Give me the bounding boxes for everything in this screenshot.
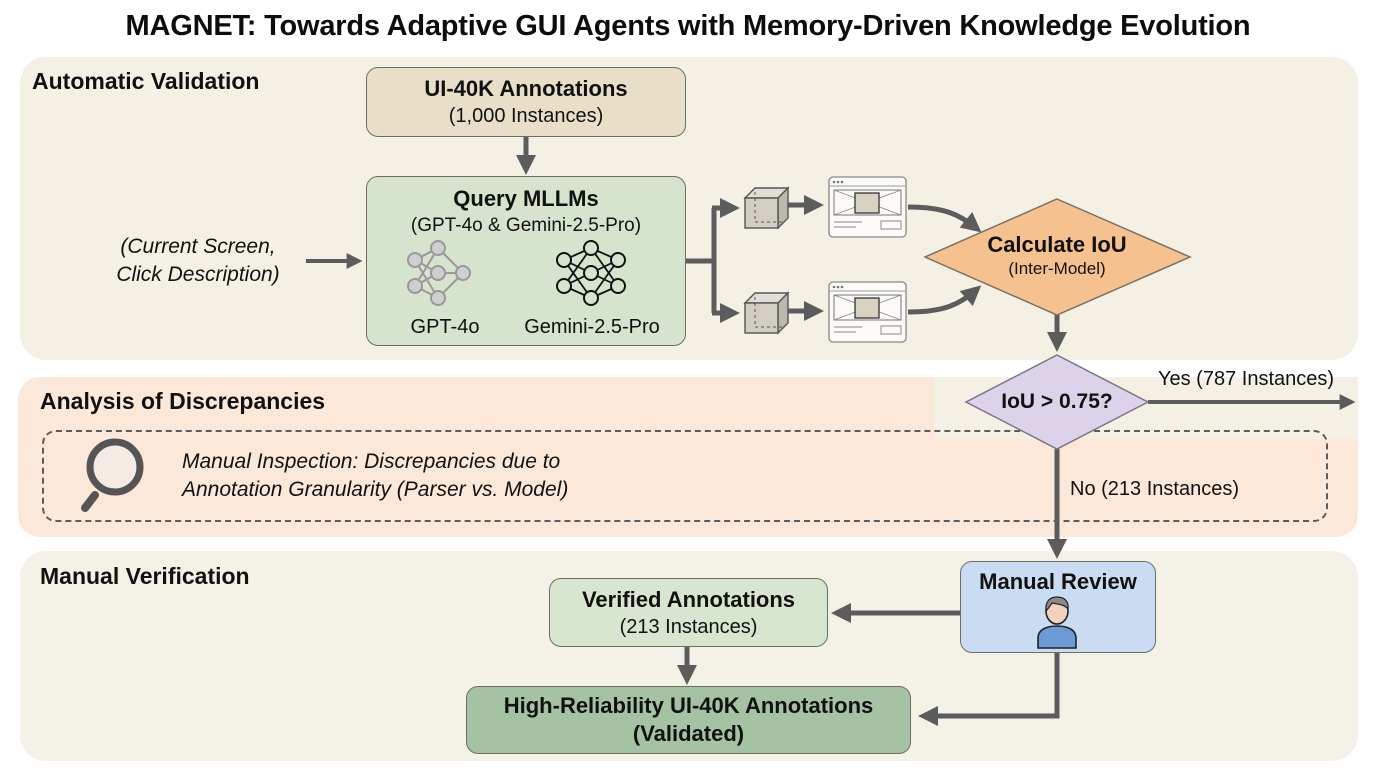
high-reliability-title: High-Reliability UI-40K Annotations [503, 693, 874, 718]
query-mllms-title: Query MLLMs [453, 186, 599, 211]
verified-annotations-box: Verified Annotations (213 Instances) [549, 578, 828, 647]
section-label-analysis: Analysis of Discrepancies [40, 388, 326, 414]
verified-annotations-title: Verified Annotations [581, 586, 796, 612]
threshold-label: IoU > 0.75? [1001, 390, 1113, 413]
person-icon [1037, 596, 1077, 649]
calculate-iou-title: Calculate IoU [987, 232, 1127, 257]
manual-inspection-text: Manual Inspection: Discrepancies due to … [182, 448, 568, 504]
input-line-2: Click Description) [116, 263, 280, 286]
magnifier-icon [81, 438, 144, 512]
arrow-screen-2-to-calculate [907, 285, 982, 315]
input-description: (Current Screen, Click Description) [98, 233, 298, 289]
threshold-diamond [964, 354, 1150, 450]
calculate-iou-diamond [923, 198, 1192, 316]
ui40k-annotations-title: UI-40K Annotations [424, 76, 628, 101]
section-label-manual: Manual Verification [40, 563, 250, 589]
section-label-automatic: Automatic Validation [32, 68, 260, 94]
arrow-review-to-final [917, 653, 1060, 726]
ui40k-annotations-box: UI-40K Annotations (1,000 Instances) [366, 67, 686, 137]
manual-inspection-line-2: Annotation Granularity (Parser vs. Model… [182, 478, 569, 501]
manual-inspection-box [42, 430, 1328, 522]
model-label-gemini: Gemini-2.5-Pro [524, 316, 660, 338]
input-line-1: (Current Screen, [120, 235, 276, 258]
yes-edge-label: Yes (787 Instances) [1158, 368, 1335, 390]
ui40k-annotations-subtitle: (1,000 Instances) [448, 105, 604, 127]
screen-wireframe-icon-1 [828, 176, 907, 238]
diagram-title: MAGNET: Towards Adaptive GUI Agents with… [125, 10, 1251, 42]
calculate-iou-subtitle: (Inter-Model) [1008, 259, 1106, 278]
high-reliability-subtitle: (Validated) [632, 721, 745, 746]
high-reliability-annotations-box: High-Reliability UI-40K Annotations (Val… [466, 686, 911, 754]
arrow-query-branch [686, 208, 717, 313]
bounding-box-cube-icon-2 [743, 291, 790, 335]
arrow-screen-1-to-calculate [907, 204, 982, 233]
query-mllms-subtitle: (GPT-4o & Gemini-2.5-Pro) [410, 215, 642, 236]
bounding-box-cube-icon-1 [743, 186, 790, 230]
model-label-gpt4o: GPT-4o [410, 316, 480, 338]
calculate-iou-label: Calculate IoU (Inter-Model) [930, 232, 1184, 280]
panel-automatic-validation [20, 57, 1358, 360]
manual-review-title: Manual Review [979, 569, 1137, 594]
no-edge-label: No (213 Instances) [1070, 478, 1239, 500]
screen-wireframe-icon-2 [828, 281, 907, 343]
neural-network-icon-gray [407, 240, 471, 306]
verified-annotations-subtitle: (213 Instances) [619, 615, 758, 638]
neural-network-icon-black [556, 240, 626, 306]
manual-inspection-line-1: Manual Inspection: Discrepancies due to [182, 450, 561, 473]
